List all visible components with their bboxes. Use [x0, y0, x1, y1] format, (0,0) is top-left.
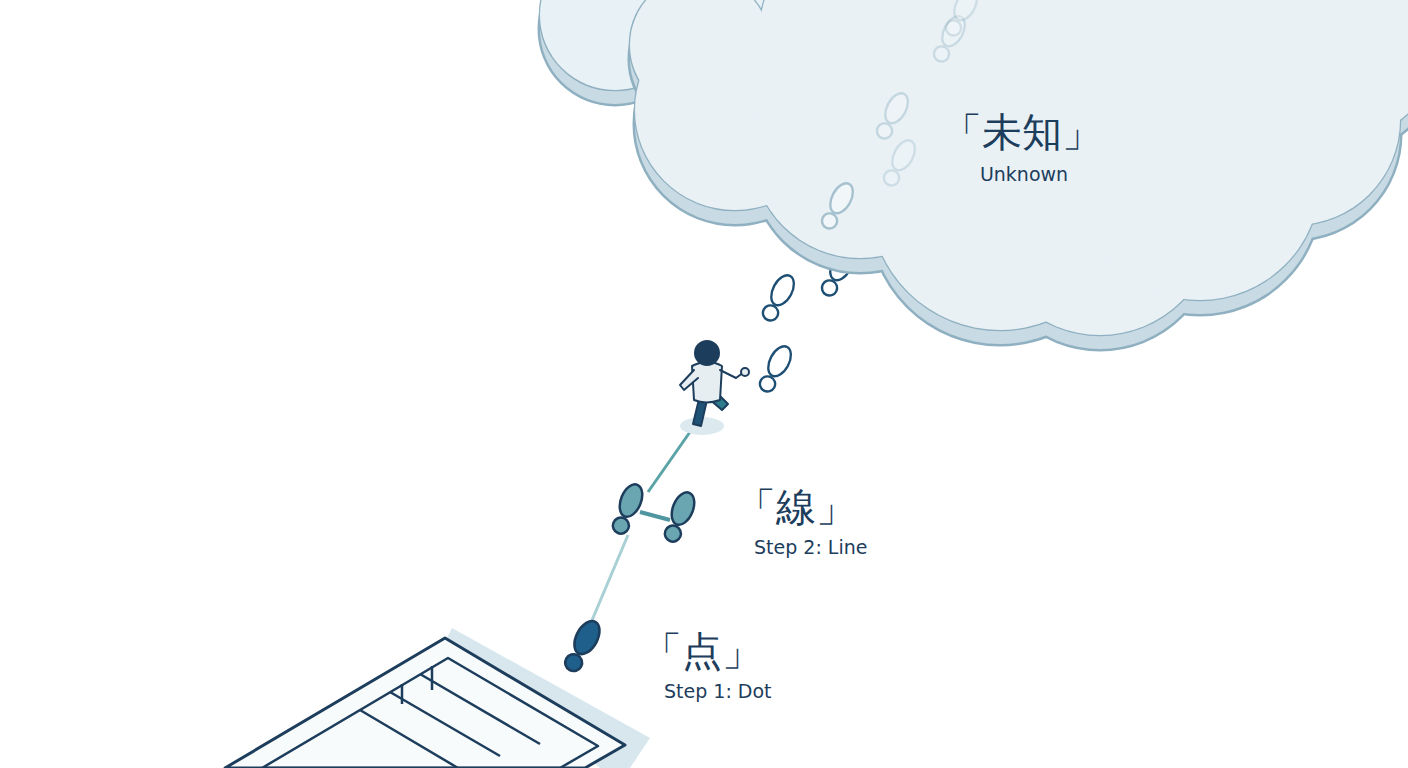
shoe-heel [662, 523, 683, 544]
footprint [759, 272, 799, 325]
shoe-sole [888, 137, 920, 174]
shoe-heel [562, 651, 585, 674]
shoe-heel [819, 278, 840, 299]
shoe-sole [667, 489, 698, 528]
shoe-sole [764, 343, 796, 380]
footprint [609, 481, 647, 537]
floor-frame [225, 638, 625, 768]
faded-footprint [818, 180, 858, 233]
cloud-subtitle: Unknown [980, 163, 1068, 185]
shoe-sole [569, 617, 604, 658]
shoe-sole [767, 272, 799, 309]
cloud-puff [630, 0, 1408, 335]
path-line [648, 432, 690, 492]
floor-slat [431, 666, 434, 690]
step-kanji: 「点」 [642, 624, 762, 679]
unknown-cloud: 「未知」 Unknown [540, 0, 1408, 362]
floor-slat [420, 674, 540, 744]
person [680, 341, 749, 426]
cloud-title: 「未知」 [942, 105, 1102, 160]
shoe-heel [881, 168, 902, 189]
cloud-puff [1100, 0, 1300, 120]
shoe-heel [931, 44, 952, 65]
footprint [756, 343, 796, 396]
floor-frame-inner [262, 658, 598, 768]
cloud-puff [630, 0, 1408, 335]
faded-footprint [880, 137, 920, 190]
cloud-shape [540, 0, 1408, 362]
floor-slat [360, 710, 458, 768]
shoe-sole [615, 481, 646, 520]
shoe-heel [610, 515, 631, 536]
shoe-heel [757, 374, 778, 395]
shoe-heel [874, 121, 895, 142]
path-line [590, 535, 628, 625]
shoe-sole [881, 90, 913, 127]
step-caption: Step 2: Line [754, 536, 867, 558]
step-caption: Step 1: Dot [664, 680, 772, 702]
shoe-sole [826, 180, 858, 217]
footprint [661, 489, 699, 545]
shoe-heel [819, 211, 840, 232]
faded-footprint [942, 0, 982, 39]
cloud-puff [630, 0, 770, 115]
footprint [560, 617, 604, 675]
floor-slat [390, 692, 500, 756]
faded-footprint [873, 90, 913, 143]
step-kanji: 「線」 [736, 480, 856, 535]
path-line [640, 512, 670, 520]
shoe-heel [760, 303, 781, 324]
shoe-heel [943, 18, 964, 39]
floor-slat [401, 684, 404, 704]
